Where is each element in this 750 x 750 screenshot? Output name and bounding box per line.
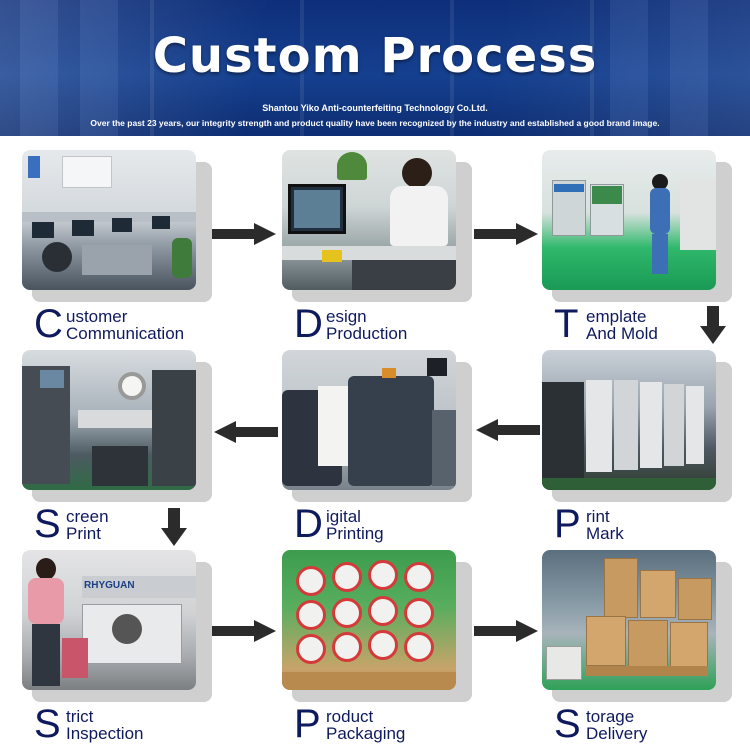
arrow-right-icon <box>212 620 276 642</box>
step-initial: P <box>294 702 321 746</box>
step-label-line2: Print <box>66 524 101 543</box>
step-initial: P <box>554 502 581 546</box>
step-label-line1: rint <box>586 507 610 526</box>
step-label: S torage Delivery <box>554 704 744 746</box>
header-banner: Custom Process Shantou Yiko Anti-counter… <box>0 0 750 136</box>
step-label-line2: And Mold <box>586 324 658 343</box>
step-initial: S <box>34 502 61 546</box>
packaging-photo <box>282 550 456 690</box>
arrow-left-icon <box>214 421 278 443</box>
step-label-line2: Delivery <box>586 724 648 743</box>
step-initial: T <box>554 302 579 346</box>
step-label-line1: torage <box>586 707 635 726</box>
step-customer-communication: C ustomer Communication <box>22 150 212 344</box>
storage-photo <box>542 550 716 690</box>
template-photo <box>542 150 716 290</box>
arrow-right-icon <box>474 620 538 642</box>
step-label-line2: Inspection <box>66 724 144 743</box>
step-label-line2: Packaging <box>326 724 406 743</box>
arrow-right-icon <box>212 223 276 245</box>
step-label-line2: Communication <box>66 324 185 343</box>
press-photo <box>542 350 716 490</box>
screen-press-photo <box>22 350 196 490</box>
step-template-and-mold: T emplate And Mold <box>542 150 732 344</box>
step-label-line2: Mark <box>586 524 624 543</box>
office-photo <box>22 150 196 290</box>
inspection-photo: RHYGUAN <box>22 550 196 690</box>
step-label: T emplate And Mold <box>554 304 744 346</box>
step-storage-delivery: S torage Delivery <box>542 550 732 744</box>
step-initial: C <box>34 302 63 346</box>
step-label: S trict Inspection <box>34 704 224 746</box>
arrow-left-icon <box>476 419 540 441</box>
step-label-line1: igital <box>326 507 361 526</box>
step-label: P rint Mark <box>554 504 744 546</box>
step-label-line2: Printing <box>326 524 384 543</box>
step-initial: D <box>294 302 323 346</box>
step-label-line1: ustomer <box>66 307 128 326</box>
step-initial: D <box>294 502 323 546</box>
step-label: C ustomer Communication <box>34 304 224 346</box>
digital-press-photo <box>282 350 456 490</box>
step-label: P roduct Packaging <box>294 704 484 746</box>
step-label-line2: Production <box>326 324 408 343</box>
page-title: Custom Process <box>152 28 598 84</box>
step-label-line1: creen <box>66 507 109 526</box>
company-tagline: Over the past 23 years, our integrity st… <box>90 118 660 128</box>
step-label: D igital Printing <box>294 504 484 546</box>
step-label: S creen Print <box>34 504 224 546</box>
step-print-mark: P rint Mark <box>542 350 732 544</box>
design-photo <box>282 150 456 290</box>
step-strict-inspection: RHYGUAN S trict Inspection <box>22 550 212 744</box>
step-label-line1: trict <box>66 707 94 726</box>
step-screen-print: S creen Print <box>22 350 212 544</box>
step-label-line1: esign <box>326 307 367 326</box>
step-product-packaging: P roduct Packaging <box>282 550 472 744</box>
machine-brand-text: RHYGUAN <box>84 580 135 591</box>
step-label: D esign Production <box>294 304 484 346</box>
arrow-down-icon <box>700 306 726 344</box>
step-label-line1: emplate <box>586 307 647 326</box>
arrow-down-icon <box>161 508 187 546</box>
arrow-right-icon <box>474 223 538 245</box>
company-name: Shantou Yiko Anti-counterfeiting Technol… <box>262 103 488 113</box>
step-initial: S <box>554 702 581 746</box>
step-label-line1: roduct <box>326 707 374 726</box>
step-digital-printing: D igital Printing <box>282 350 472 544</box>
step-design-production: D esign Production <box>282 150 472 344</box>
step-initial: S <box>34 702 61 746</box>
